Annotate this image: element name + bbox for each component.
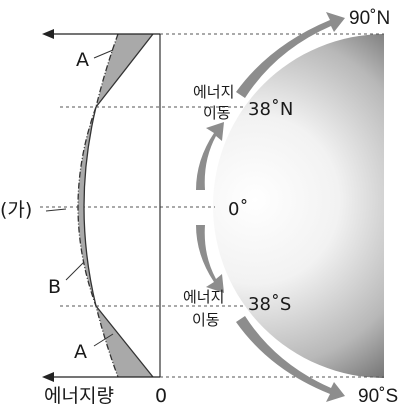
leader-a-bottom: [93, 333, 114, 347]
label-region-a-bottom: A: [74, 341, 87, 363]
arrow-north-lower: [196, 122, 224, 190]
label-energy-transfer-n-2: 이동: [203, 104, 231, 122]
arrow-south-upper: [236, 316, 345, 402]
label-energy-transfer-n-1: 에너지: [193, 83, 234, 101]
label-energy-amount: 에너지량: [44, 385, 114, 407]
bottom-axis-arrow: [42, 372, 54, 382]
arrow-north-upper: [236, 12, 345, 98]
curve-ga: [77, 33, 119, 378]
leader-b: [65, 261, 85, 281]
label-38s: 38˚S: [248, 294, 291, 315]
label-curve-ga: (가): [0, 199, 32, 221]
leader-a-top: [93, 49, 114, 59]
curve-inner: [83, 33, 154, 378]
energy-graph: [42, 29, 161, 382]
latitude-guides: [40, 33, 384, 378]
top-axis-arrow: [42, 29, 54, 39]
region-b-fill: [78, 107, 96, 306]
earth-hemisphere: [213, 34, 384, 378]
labels: 90˚N 38˚N 0˚ 38˚S 90˚S 에너지 이동 에너지 이동 A B…: [0, 8, 398, 407]
leader-ga: [45, 208, 67, 212]
arrow-south-lower: [196, 225, 224, 293]
label-90s: 90˚S: [358, 386, 398, 407]
label-region-b: B: [48, 276, 61, 298]
energy-transfer-arrows: [196, 12, 345, 402]
label-90n: 90˚N: [349, 8, 390, 29]
label-axis-zero: 0: [155, 385, 167, 407]
label-energy-transfer-s-2: 이동: [192, 311, 220, 329]
label-region-a-top: A: [76, 49, 89, 71]
label-energy-transfer-s-1: 에너지: [183, 288, 224, 306]
label-38n: 38˚N: [248, 99, 293, 120]
label-0: 0˚: [228, 199, 248, 220]
